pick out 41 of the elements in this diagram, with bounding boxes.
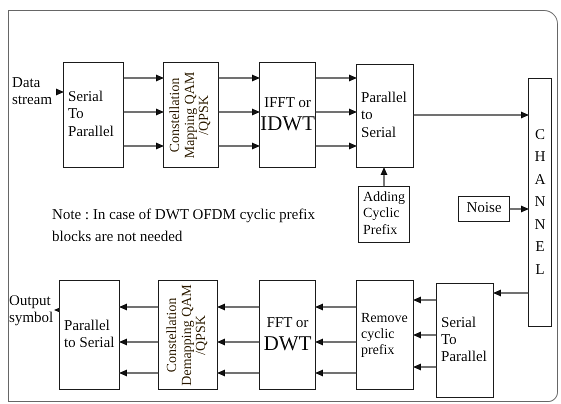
arrow bbox=[413, 296, 436, 304]
arrow bbox=[219, 142, 260, 150]
arrow bbox=[217, 370, 259, 376]
arrow bbox=[124, 108, 164, 116]
channel-box: CHANNEL bbox=[528, 78, 552, 327]
arrow bbox=[316, 74, 357, 82]
arrow bbox=[217, 338, 259, 346]
arrow bbox=[316, 108, 357, 116]
arrow bbox=[493, 290, 528, 296]
arrow bbox=[315, 338, 356, 346]
arrow bbox=[315, 370, 356, 376]
process-box: Constellation Mapping QAM /QPSK bbox=[163, 62, 219, 168]
process-box: Serial To Parallel bbox=[63, 62, 124, 168]
arrow bbox=[316, 142, 357, 150]
text-label: Data stream bbox=[12, 74, 56, 110]
process-box: Parallel to Serial bbox=[356, 64, 414, 168]
arrow bbox=[510, 206, 529, 212]
arrow bbox=[380, 167, 388, 186]
arrow bbox=[56, 88, 64, 96]
process-box: IFFT or IDWT bbox=[259, 62, 316, 168]
process-box: Adding Cyclic Prefix bbox=[358, 186, 410, 243]
arrow bbox=[119, 338, 158, 346]
arrow bbox=[413, 332, 436, 338]
arrow bbox=[315, 304, 356, 310]
process-box: Parallel to Serial bbox=[59, 280, 120, 390]
arrow bbox=[219, 74, 260, 82]
arrow bbox=[217, 304, 259, 310]
arrow bbox=[119, 370, 158, 376]
arrow bbox=[119, 304, 158, 310]
arrow bbox=[124, 142, 164, 150]
arrow bbox=[414, 112, 529, 118]
process-box: Noise bbox=[458, 196, 510, 222]
process-box: Constellation Demapping QAM /QPSK bbox=[158, 280, 218, 390]
text-label: Output symbol bbox=[9, 292, 55, 328]
process-box: Remove cyclic prefix bbox=[356, 280, 414, 390]
process-box: Serial To Parallel bbox=[436, 283, 494, 398]
arrow bbox=[219, 108, 260, 116]
process-box: FFT or DWT bbox=[259, 280, 316, 390]
note-text: Note : In case of DWT OFDM cyclic prefix blocks are not needed bbox=[52, 206, 316, 247]
arrow bbox=[124, 74, 164, 82]
arrow bbox=[413, 364, 436, 370]
